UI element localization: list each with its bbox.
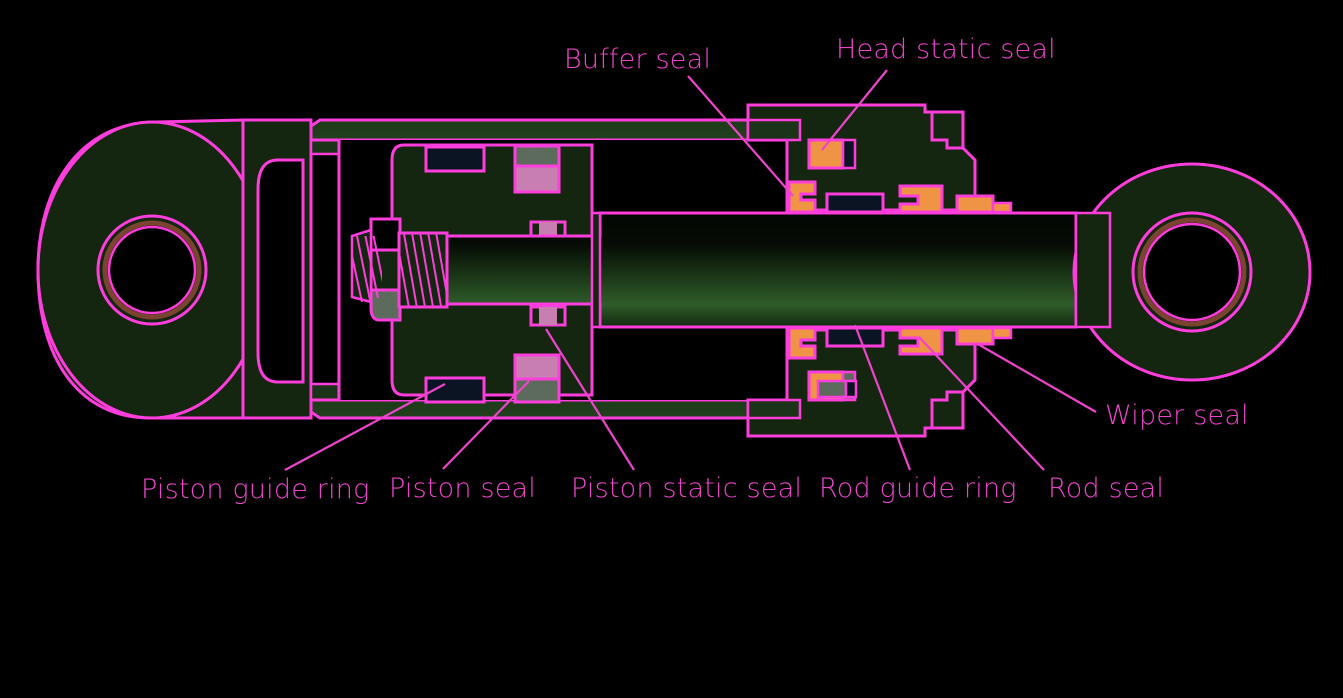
rod-seal-bottom	[898, 326, 944, 356]
piston-seal-bottom	[513, 353, 561, 404]
piston-static-seal-bottom	[529, 305, 567, 327]
leader-piston-guide-ring	[284, 383, 446, 471]
front-eye-mount	[1072, 162, 1312, 382]
head-static-seal-block	[807, 138, 857, 170]
rod-seal-top	[898, 184, 944, 214]
cap-cavity	[256, 158, 305, 384]
label-head-static-seal: Head static seal	[836, 34, 1056, 65]
wiper-seal-top	[955, 194, 1013, 214]
label-piston-static-seal: Piston static seal	[571, 473, 802, 504]
leader-rod-guide-ring	[853, 324, 912, 471]
rear-eye-mount	[36, 118, 268, 420]
leader-wiper-seal	[975, 342, 1097, 413]
buffer-seal-bottom	[787, 326, 817, 360]
rod-guide-ring-bottom	[825, 326, 885, 348]
labels: Buffer seal Head static seal Wiper seal …	[141, 34, 1249, 505]
piston-seal-top	[513, 144, 561, 194]
piston-guide-ring-top	[424, 145, 486, 173]
rod-guide-ring-top	[825, 192, 885, 214]
label-piston-guide-ring: Piston guide ring	[141, 474, 370, 505]
buffer-seal-top	[787, 180, 817, 214]
leader-buffer-seal	[687, 75, 794, 197]
label-rod-guide-ring: Rod guide ring	[819, 473, 1017, 504]
leader-piston-static-seal	[545, 328, 635, 471]
cylinder-cap-block	[241, 118, 341, 420]
cylinder-head	[746, 103, 1013, 438]
tube-upper-wall	[309, 118, 802, 142]
label-buffer-seal: Buffer seal	[564, 44, 711, 75]
wiper-seal-bottom	[955, 326, 1013, 346]
leader-lines	[284, 69, 1097, 471]
label-rod-seal: Rod seal	[1048, 473, 1164, 504]
label-piston-seal: Piston seal	[389, 473, 536, 504]
leader-piston-seal	[442, 380, 530, 470]
head-detail-gray	[816, 379, 848, 399]
label-wiper-seal: Wiper seal	[1105, 400, 1249, 431]
leader-head-static-seal	[821, 69, 888, 151]
leader-rod-seal	[918, 336, 1045, 471]
